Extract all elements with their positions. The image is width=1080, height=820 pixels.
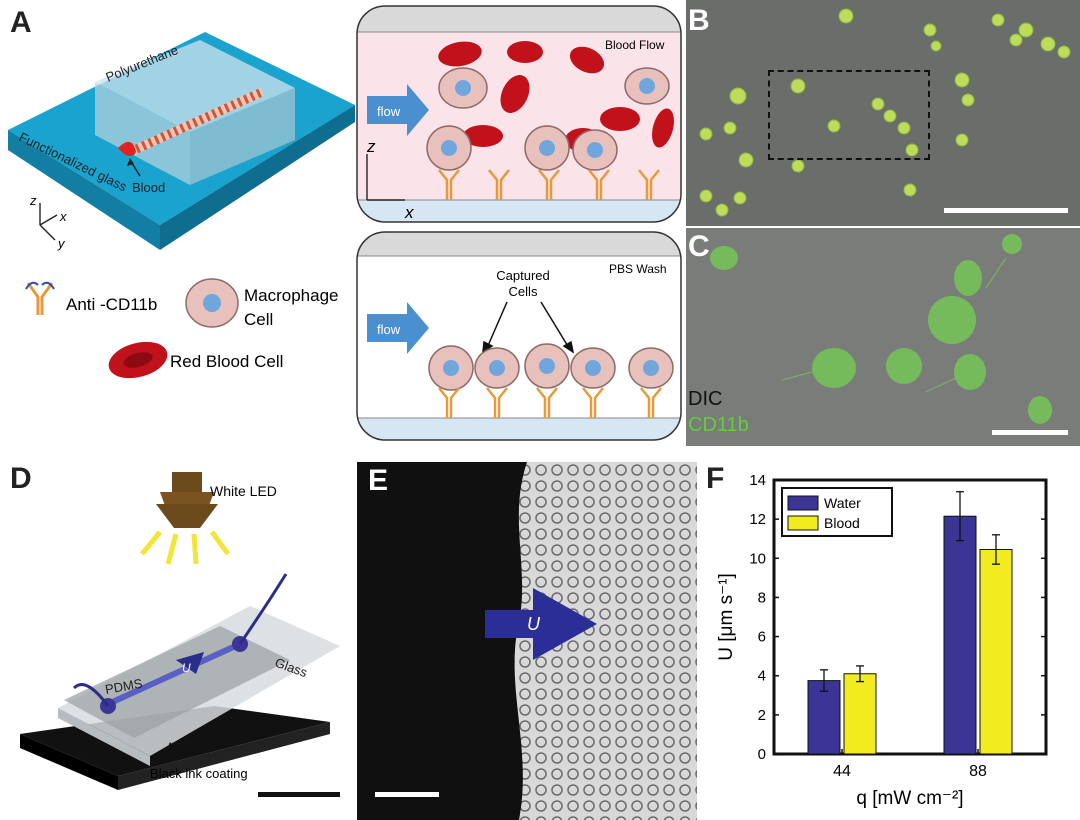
blood-drop-icon bbox=[118, 141, 136, 157]
zoom-region-box bbox=[768, 70, 930, 160]
panel-b-micrograph bbox=[686, 0, 1080, 226]
svg-text:flow: flow bbox=[377, 104, 401, 119]
panel-d-scale-bar bbox=[258, 792, 340, 797]
panel-f-label: F bbox=[706, 462, 725, 495]
captured-cells-label-1: Captured bbox=[496, 268, 549, 283]
captured-macrophage-cells bbox=[428, 343, 674, 391]
velocity-arrow bbox=[485, 588, 597, 660]
y-tick-label: 8 bbox=[758, 589, 766, 606]
panel-c-cells bbox=[710, 234, 1052, 424]
panel-e-label: E bbox=[368, 464, 389, 497]
antibodies-top bbox=[438, 169, 660, 200]
panel-e-flow-front: U bbox=[357, 462, 697, 820]
cell-legend: Anti -CD11b Macrophage Cell Red Blood Ce… bbox=[25, 278, 339, 379]
macrophage-legend-label-1: Macrophage bbox=[244, 286, 339, 305]
panel-b-scale-bar bbox=[944, 208, 1068, 213]
y-tick-label: 10 bbox=[749, 550, 766, 567]
polyurethane-front bbox=[190, 88, 295, 185]
bar-water-44 bbox=[807, 680, 841, 755]
device-u-label: U bbox=[182, 661, 191, 675]
x-tick-label: 88 bbox=[969, 763, 987, 780]
pbs-wash-title: PBS Wash bbox=[609, 262, 667, 276]
panel-e-micrograph: U bbox=[357, 462, 697, 820]
channel-axis-x: x bbox=[404, 203, 414, 222]
panel-c-scale-bar bbox=[992, 430, 1068, 435]
led-setup-illustration: White LED U PDMS Glass Black ink coating bbox=[20, 472, 340, 797]
bar-water-88 bbox=[943, 515, 977, 755]
dic-label: DIC bbox=[688, 388, 723, 410]
captured-cells-label-2: Cells bbox=[509, 284, 538, 299]
legend-label-blood: Blood bbox=[824, 515, 860, 531]
pdms-block bbox=[64, 626, 290, 738]
legend-swatch-water bbox=[787, 495, 819, 511]
xyz-axes-icon bbox=[39, 203, 58, 241]
red-blood-cell-legend-icon bbox=[108, 341, 168, 379]
legend-swatch-blood bbox=[787, 515, 819, 531]
macrophage-cells bbox=[426, 67, 670, 171]
bar-blood-88 bbox=[979, 548, 1013, 755]
y-tick-label: 2 bbox=[758, 707, 766, 724]
polyurethane-top bbox=[95, 40, 295, 132]
y-tick-label: 12 bbox=[749, 511, 766, 528]
white-led-label: White LED bbox=[210, 483, 277, 499]
channel-axis-z: z bbox=[366, 137, 376, 156]
flow-direction-arrow bbox=[176, 652, 204, 674]
antibody-icon bbox=[25, 281, 55, 315]
glass-slab-side bbox=[8, 130, 160, 250]
anti-cd11b-legend-label: Anti -CD11b bbox=[66, 295, 157, 314]
y-tick-label: 6 bbox=[758, 629, 766, 646]
axis-y-label: y bbox=[57, 236, 66, 251]
legend-label-water: Water bbox=[824, 495, 861, 511]
macrophage-legend-icon bbox=[185, 278, 239, 328]
rbc-legend-label: Red Blood Cell bbox=[170, 352, 283, 371]
panel-c-micrograph: DIC CD11b bbox=[686, 228, 1080, 446]
velocity-u-label: U bbox=[527, 614, 541, 634]
blood-region bbox=[357, 462, 527, 820]
antibodies-bottom bbox=[438, 387, 662, 418]
axis-x-label: x bbox=[59, 209, 67, 224]
flow-arrow-bottom: flow bbox=[367, 302, 429, 354]
capture-channel bbox=[128, 87, 264, 157]
y-tick-label: 4 bbox=[758, 668, 766, 685]
x-tick-label: 44 bbox=[833, 763, 851, 780]
y-axis-label: U [μm s⁻¹] bbox=[716, 573, 737, 660]
microchannel bbox=[106, 641, 242, 707]
ink-pointer-arrow bbox=[166, 742, 177, 752]
panel-d-label: D bbox=[10, 462, 32, 495]
flow-arrow-top: flow bbox=[367, 84, 429, 136]
glass-slab-front bbox=[160, 105, 355, 250]
zx-axes-icon bbox=[366, 154, 405, 201]
led-lamp-icon bbox=[156, 472, 218, 528]
svg-text:flow: flow bbox=[377, 322, 401, 337]
y-tick-label: 14 bbox=[749, 472, 766, 489]
panel-c-label: C bbox=[688, 230, 710, 263]
captured-pointer-arrows bbox=[482, 301, 575, 354]
panel-a-label: A bbox=[10, 6, 32, 39]
light-rays bbox=[140, 530, 231, 565]
polyurethane-side bbox=[95, 82, 190, 185]
x-axis-label: q [mW cm⁻²] bbox=[856, 788, 963, 809]
blood-flow-title: Blood Flow bbox=[605, 38, 665, 52]
blood-flow-channel-diagram: Blood Flow flow z x bbox=[356, 5, 682, 223]
device-illustration: Polyurethane Functionalized glass Blood … bbox=[8, 32, 355, 251]
black-ink-label: Black ink coating bbox=[150, 766, 248, 781]
pdms-label: PDMS bbox=[104, 676, 144, 697]
macrophage-legend-label-2: Cell bbox=[244, 310, 273, 329]
panel-b-cells bbox=[699, 8, 1071, 217]
pbs-wash-channel-diagram: PBS Wash flow Captured Cells bbox=[356, 231, 682, 441]
axis-z-label: z bbox=[29, 193, 37, 208]
y-tick-label: 0 bbox=[758, 746, 766, 763]
outlet-tube bbox=[238, 573, 288, 645]
blood-label: Blood bbox=[132, 180, 165, 195]
panel-e-scale-bar bbox=[375, 792, 439, 797]
panel-b-label: B bbox=[688, 4, 710, 37]
bar-blood-44 bbox=[843, 673, 877, 755]
inlet-tube bbox=[72, 683, 110, 707]
cd11b-label: CD11b bbox=[688, 414, 749, 436]
